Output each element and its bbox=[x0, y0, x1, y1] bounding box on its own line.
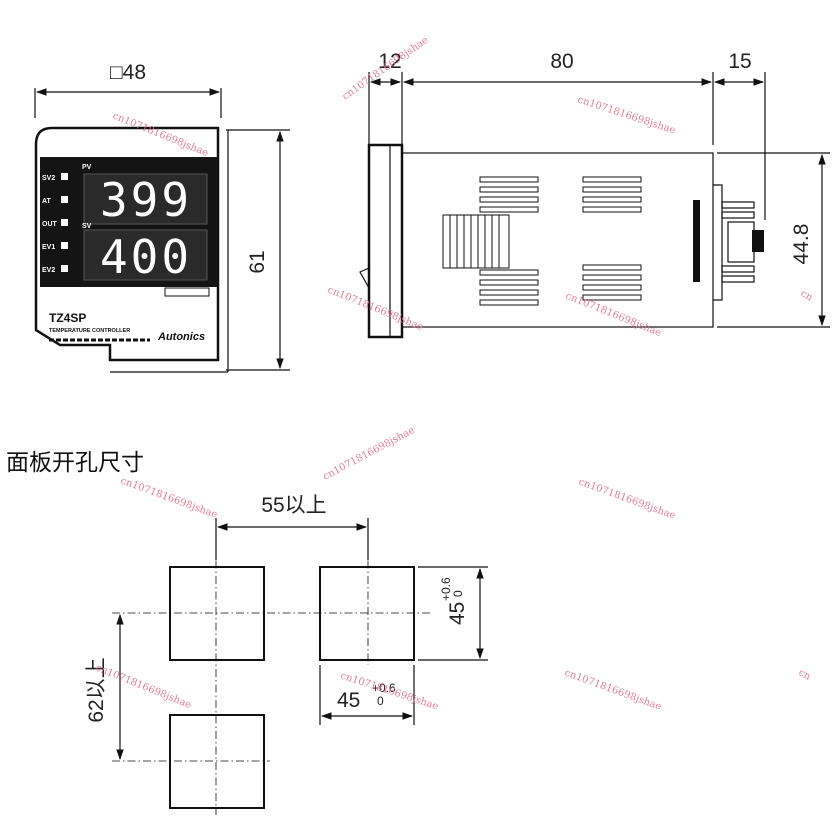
dim-front-label: 12 bbox=[378, 50, 401, 73]
watermark-4: cn1071816698jshae bbox=[326, 285, 425, 334]
watermark-3: cn1071816698jshae bbox=[576, 94, 677, 136]
cutout-square-3 bbox=[169, 714, 265, 809]
indicator-lamp-sv2 bbox=[61, 173, 68, 180]
model-subtitle: TEMPERATURE CONTROLLER bbox=[49, 328, 130, 334]
indicator-sv2: SV2 bbox=[42, 175, 55, 182]
bezel-latch bbox=[359, 267, 370, 291]
pv-value: 399 bbox=[100, 173, 192, 227]
sv-value: 400 bbox=[100, 230, 192, 284]
v-size-label-group: 45 +0.6 0 bbox=[439, 577, 469, 625]
h-pitch-label: 55以上 bbox=[261, 494, 326, 517]
front-view: □48 61 PV SV 399 400 SV2 AT OUT EV1 EV2 bbox=[34, 61, 290, 373]
cutout-title: 面板开孔尺寸 bbox=[6, 450, 144, 476]
watermark-7: cn1071816698jshae bbox=[321, 425, 416, 483]
indicator-at: AT bbox=[42, 198, 52, 205]
dim-height-label: 44.8 bbox=[790, 224, 813, 265]
v-size-tol-lower: 0 bbox=[451, 590, 465, 597]
side-body bbox=[401, 152, 714, 328]
h-size-tol-lower: 0 bbox=[377, 694, 384, 708]
pv-display bbox=[83, 173, 208, 225]
watermark-5: cn1071816698jshae bbox=[564, 291, 663, 340]
v-size-label: 45 bbox=[446, 602, 469, 625]
vent-slots-bottom bbox=[479, 264, 642, 306]
dim-body-label: 80 bbox=[550, 50, 573, 73]
indicator-out: OUT bbox=[42, 221, 58, 228]
socket-base bbox=[713, 184, 723, 301]
side-grille bbox=[442, 214, 510, 269]
indicator-lamp-ev1 bbox=[61, 242, 68, 249]
indicator-lamp-at bbox=[61, 196, 68, 203]
h-size-label: 45 bbox=[337, 689, 360, 712]
dim-terminal-label: 15 bbox=[728, 50, 751, 73]
watermark-11: cn1071816698jshae bbox=[563, 667, 663, 712]
watermark-8: cn1071816698jshae bbox=[577, 476, 677, 521]
watermark-2: cn1071816698jshae bbox=[340, 35, 430, 103]
front-key-slot bbox=[164, 287, 210, 297]
front-housing-outline bbox=[34, 126, 220, 362]
width-label: □48 bbox=[110, 61, 146, 84]
indicator-lamp-ev2 bbox=[61, 265, 68, 272]
height-label: 61 bbox=[246, 250, 269, 273]
watermark-short-1: cn bbox=[799, 288, 815, 304]
h-size-tol-upper: +0.6 bbox=[372, 681, 396, 695]
v-size-tol-upper: +0.6 bbox=[439, 577, 453, 601]
cutout-square-2 bbox=[319, 566, 415, 661]
panel-cutout-section: 面板开孔尺寸 55以上 62以上 45 +0.6 0 45 +0.6 bbox=[6, 450, 488, 815]
v-pitch-label: 62以上 bbox=[85, 657, 108, 722]
cutout-square-1 bbox=[169, 566, 265, 661]
watermark-9: cn1071816698jshae bbox=[94, 663, 193, 712]
sv-display bbox=[83, 229, 208, 281]
rear-plate bbox=[693, 200, 700, 282]
indicator-ev2: EV2 bbox=[42, 267, 55, 274]
model-name: TZ4SP bbox=[49, 311, 86, 325]
indicator-ev1: EV1 bbox=[42, 244, 55, 251]
sv-label: SV bbox=[82, 223, 92, 230]
pv-label: PV bbox=[82, 164, 92, 171]
watermark-6: cn1071816698jshae bbox=[119, 475, 219, 520]
terminal-key bbox=[752, 230, 764, 252]
brand-logo: Autonics bbox=[157, 331, 205, 343]
side-view: 12 80 15 44.8 bbox=[359, 50, 830, 339]
watermark-1: cn1071816698jshae bbox=[111, 111, 210, 160]
indicator-lamp-out bbox=[61, 219, 68, 226]
terminal-pins bbox=[721, 201, 755, 283]
watermark-short-2: cn bbox=[797, 667, 813, 683]
vent-slots-top bbox=[479, 176, 642, 213]
indicator-column: SV2 AT OUT EV1 EV2 bbox=[42, 173, 68, 274]
